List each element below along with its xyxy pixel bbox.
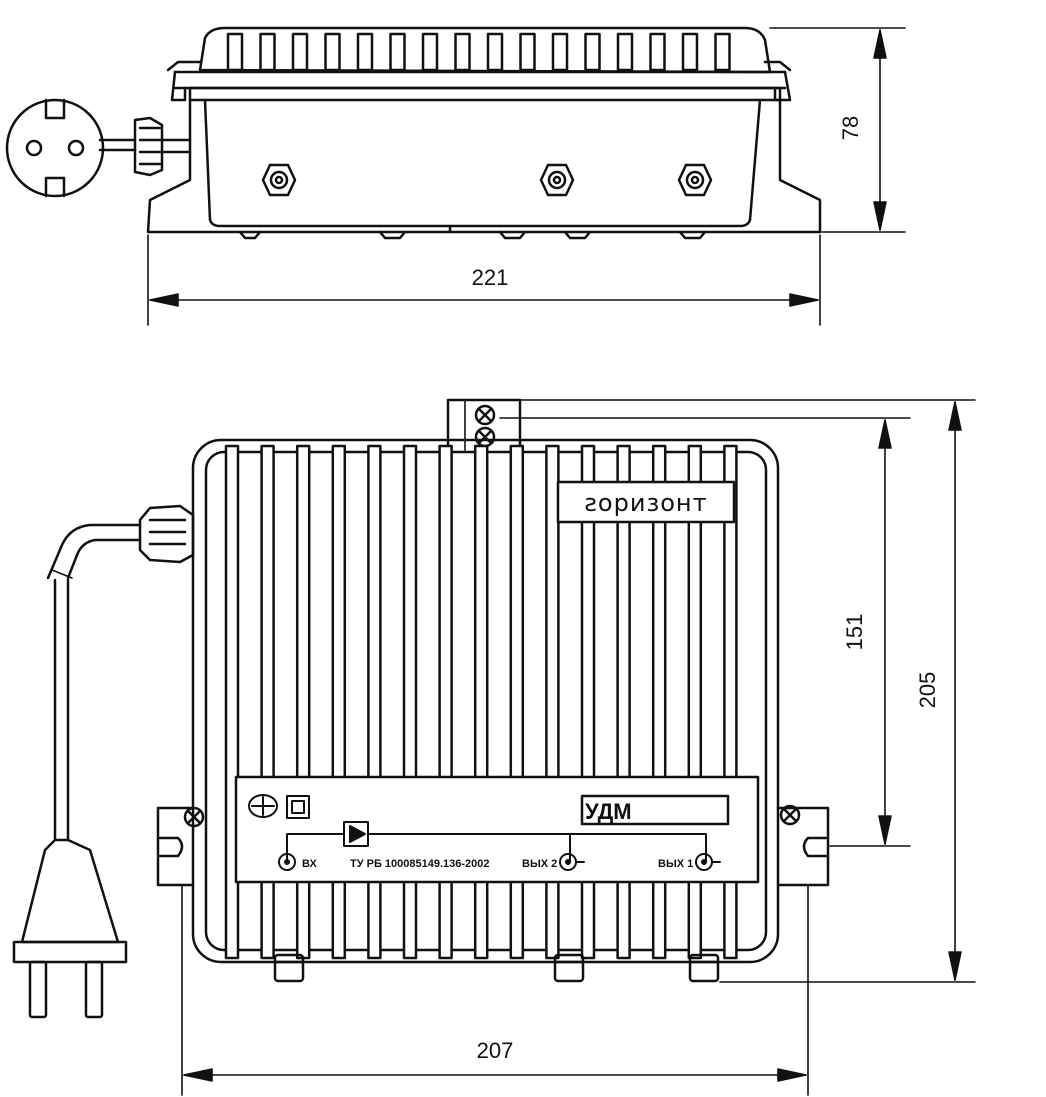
port-output-2-symbol-icon [559, 853, 585, 871]
side-view-fins [226, 32, 731, 72]
side-fin [486, 32, 504, 72]
side-fin [389, 32, 406, 72]
port-input-symbol-icon [278, 853, 296, 871]
side-view: 221 78 [5, 26, 906, 326]
dimension-78 [769, 27, 906, 233]
double-insulation-icon [286, 795, 310, 819]
port-output-2-label: ВЫХ 2 [522, 858, 557, 870]
dimension-221-label: 221 [472, 265, 509, 290]
brand-logo: ƨоризонт [584, 489, 707, 517]
front-connector-output-2 [553, 953, 585, 983]
front-connector-output-1 [688, 953, 720, 983]
side-fin [714, 32, 731, 72]
dimension-207-label: 207 [477, 1038, 514, 1063]
side-fin [259, 32, 276, 72]
dimension-78-label: 78 [838, 116, 863, 140]
port-output-1-symbol-icon [695, 853, 721, 871]
front-view: ƨоризонт УДМ [12, 398, 976, 1096]
model-label: УДМ [585, 799, 632, 824]
dimension-207 [181, 884, 809, 1096]
dimension-151-label: 151 [842, 614, 867, 651]
front-connector-input [273, 953, 305, 983]
side-connector-input [261, 163, 297, 197]
side-fin [356, 32, 374, 72]
side-fin [616, 32, 634, 72]
side-fin [519, 32, 536, 72]
dimension-151 [499, 417, 911, 847]
dimension-205 [519, 399, 976, 983]
port-input-label: ВХ [302, 858, 318, 870]
side-fin [584, 32, 601, 72]
side-fin [421, 32, 439, 72]
side-fin [649, 32, 666, 72]
dimension-205-label: 205 [915, 672, 940, 709]
side-connector-output-1 [677, 163, 713, 197]
side-connector-output-2 [539, 163, 575, 197]
amplifier-symbol-icon [286, 821, 707, 863]
side-fin [291, 32, 309, 72]
euro-plug-icon [12, 838, 128, 1019]
spec-label: ТУ РБ 100085149.136-2002 [350, 858, 490, 870]
side-fin [226, 32, 244, 72]
certification-mark-icon [248, 794, 278, 818]
side-fin [324, 32, 341, 72]
schuko-plug-icon [5, 98, 105, 198]
dimension-221 [147, 234, 821, 326]
side-fin [551, 32, 569, 72]
side-fin [454, 32, 471, 72]
side-fin [681, 32, 699, 72]
port-output-1-label: ВЫХ 1 [658, 858, 693, 870]
